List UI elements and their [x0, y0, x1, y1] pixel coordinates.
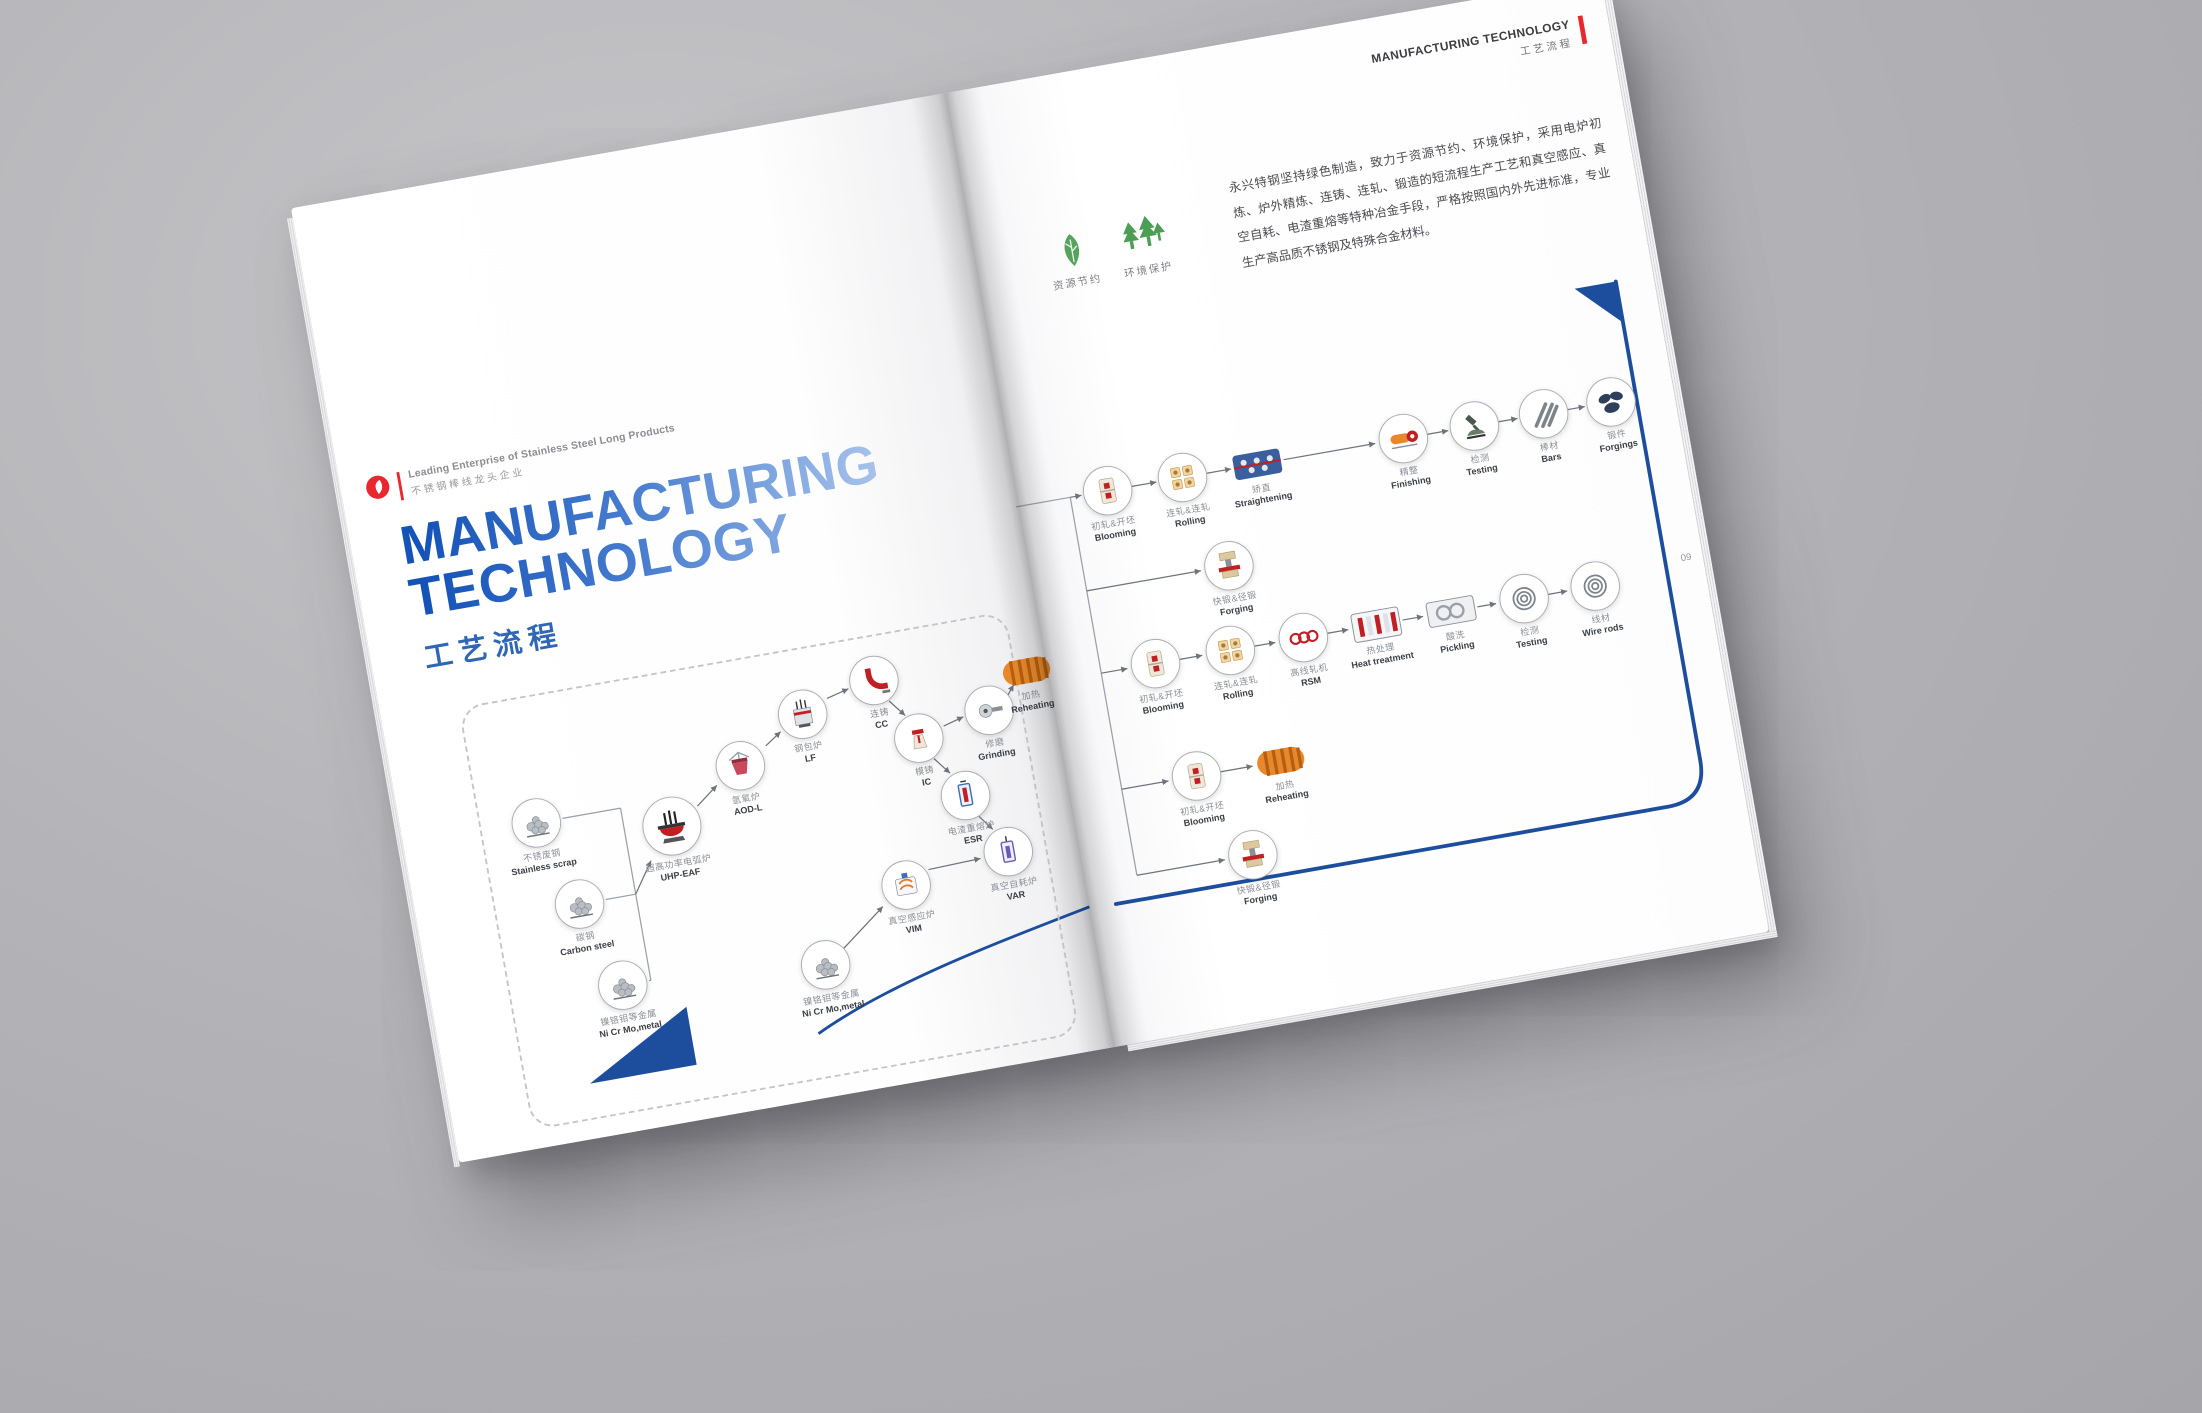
blooming-1-node — [1079, 462, 1137, 520]
bloom-icon — [1128, 636, 1183, 691]
testing-1-node — [1445, 397, 1504, 455]
lf-node — [774, 685, 832, 743]
ladle-icon — [713, 738, 768, 793]
heat-treatment-node — [1347, 604, 1405, 645]
forge-icon — [1225, 827, 1280, 882]
wire-rods-node — [1566, 557, 1624, 615]
trees-icon — [1113, 210, 1173, 260]
esr-icon — [938, 768, 993, 823]
forgings-node — [1582, 373, 1640, 431]
forging-1-node — [1200, 537, 1258, 595]
roll-icon — [1203, 623, 1258, 678]
reheat-icon — [998, 650, 1056, 691]
forging-2-node — [1224, 826, 1282, 884]
var-node — [979, 823, 1037, 881]
page-stack-edge-bottom — [1127, 930, 1778, 1052]
bloom-icon — [1080, 463, 1135, 518]
blooming-2-node — [1126, 635, 1185, 693]
company-logo-icon — [363, 473, 392, 502]
page-number: 09 — [1680, 551, 1693, 565]
straight-icon — [1228, 444, 1286, 485]
pile-icon — [509, 795, 564, 850]
header-accent-bar — [1577, 15, 1588, 45]
vim-node — [877, 856, 935, 914]
cc-node — [845, 651, 903, 710]
carbon-steel-node — [550, 875, 609, 933]
aod-l-node — [711, 737, 770, 795]
lf-icon — [775, 687, 830, 742]
eco-label-resource: 资源节约 — [1052, 272, 1104, 293]
eco-environment-protection: 环境保护 — [1113, 210, 1176, 281]
pile-icon — [798, 937, 853, 992]
pile-icon — [552, 877, 607, 932]
ic-node — [890, 709, 948, 767]
blooming-3-node — [1167, 747, 1226, 805]
nicrmo-metal-2-node — [797, 936, 855, 994]
reheating-left-node — [998, 650, 1056, 691]
nicrmo-metal-1-node — [594, 956, 652, 1014]
esr-node — [936, 766, 995, 825]
cc-icon — [846, 653, 901, 708]
reheat-icon — [1252, 741, 1310, 782]
page-stack-edge-left — [287, 217, 460, 1168]
reheating-right-node — [1252, 741, 1310, 782]
brand: Leading Enterprise of Stainless Steel Lo… — [363, 423, 678, 507]
bars-node — [1515, 385, 1573, 443]
grind-icon — [962, 683, 1017, 738]
brand-accent-bar — [396, 471, 405, 501]
forgings-icon — [1583, 374, 1638, 429]
eco-label-environment: 环境保护 — [1123, 260, 1175, 281]
furnace-icon — [639, 793, 705, 859]
pickling-node — [1422, 591, 1480, 632]
eco-badges: 资源节约 环境保护 — [1044, 210, 1177, 293]
pickling-icon — [1422, 591, 1480, 632]
page-header-text: MANUFACTURING TECHNOLOGY 工艺流程 — [1370, 18, 1574, 85]
bloom-icon — [1169, 748, 1224, 803]
uhp-eaf-node — [637, 791, 707, 861]
testing-2-node — [1495, 570, 1553, 628]
leaf-icon — [1053, 229, 1091, 272]
brochure-spread: Leading Enterprise of Stainless Steel Lo… — [287, 0, 1778, 1168]
coil-icon — [1497, 571, 1552, 626]
rolling-2-node — [1201, 621, 1259, 680]
ic-icon — [891, 711, 946, 766]
eco-resource-saving: 资源节约 — [1044, 227, 1103, 294]
straightening-node — [1228, 444, 1286, 485]
vim-icon — [879, 858, 934, 913]
var-icon — [981, 824, 1036, 879]
intro-paragraph: 永兴特钢坚持绿色制造，致力于资源节约、环境保护，采用电炉初炼、炉外精炼、连铸、连… — [1227, 115, 1612, 270]
microscope-icon — [1447, 399, 1502, 454]
pile-icon — [595, 958, 650, 1013]
finishing-icon — [1376, 411, 1431, 466]
bars-icon — [1516, 386, 1571, 441]
stainless-scrap-node — [507, 794, 565, 852]
forge-icon — [1201, 538, 1256, 593]
coil-icon — [1568, 559, 1623, 614]
page-header: MANUFACTURING TECHNOLOGY 工艺流程 — [1370, 15, 1588, 84]
heat-icon — [1347, 604, 1405, 645]
finishing-node — [1374, 409, 1432, 468]
grinding-node — [960, 681, 1018, 739]
